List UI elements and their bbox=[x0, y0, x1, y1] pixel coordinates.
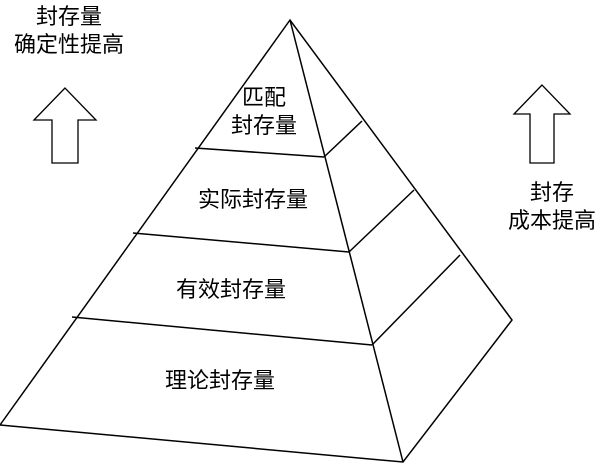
pyramid-front-edge bbox=[289, 19, 404, 463]
side-divider-3 bbox=[371, 254, 461, 346]
right-note-line2: 成本提高 bbox=[507, 209, 596, 234]
level-bottom-label: 理论封存量 bbox=[164, 369, 275, 394]
side-divider-2 bbox=[348, 189, 415, 253]
right-note: 封存 成本提高 bbox=[504, 180, 600, 236]
left-note-line2: 确定性提高 bbox=[13, 33, 124, 58]
left-note-line1: 封存量 bbox=[35, 5, 102, 30]
front-divider-3 bbox=[71, 316, 373, 346]
level-second-label: 实际封存量 bbox=[197, 188, 308, 213]
front-divider-2 bbox=[132, 232, 350, 253]
left-up-arrow bbox=[32, 87, 98, 164]
front-divider-1 bbox=[194, 147, 325, 158]
level-top-line1: 匹配 bbox=[241, 86, 286, 111]
level-top-label: 匹配 封存量 bbox=[214, 85, 314, 141]
right-note-line1: 封存 bbox=[529, 181, 574, 206]
level-top-line2: 封存量 bbox=[230, 114, 297, 139]
right-up-arrow bbox=[512, 84, 572, 164]
left-note: 封存量 确定性提高 bbox=[0, 4, 138, 60]
level-third-label: 有效封存量 bbox=[175, 278, 286, 303]
side-divider-1 bbox=[323, 120, 363, 158]
